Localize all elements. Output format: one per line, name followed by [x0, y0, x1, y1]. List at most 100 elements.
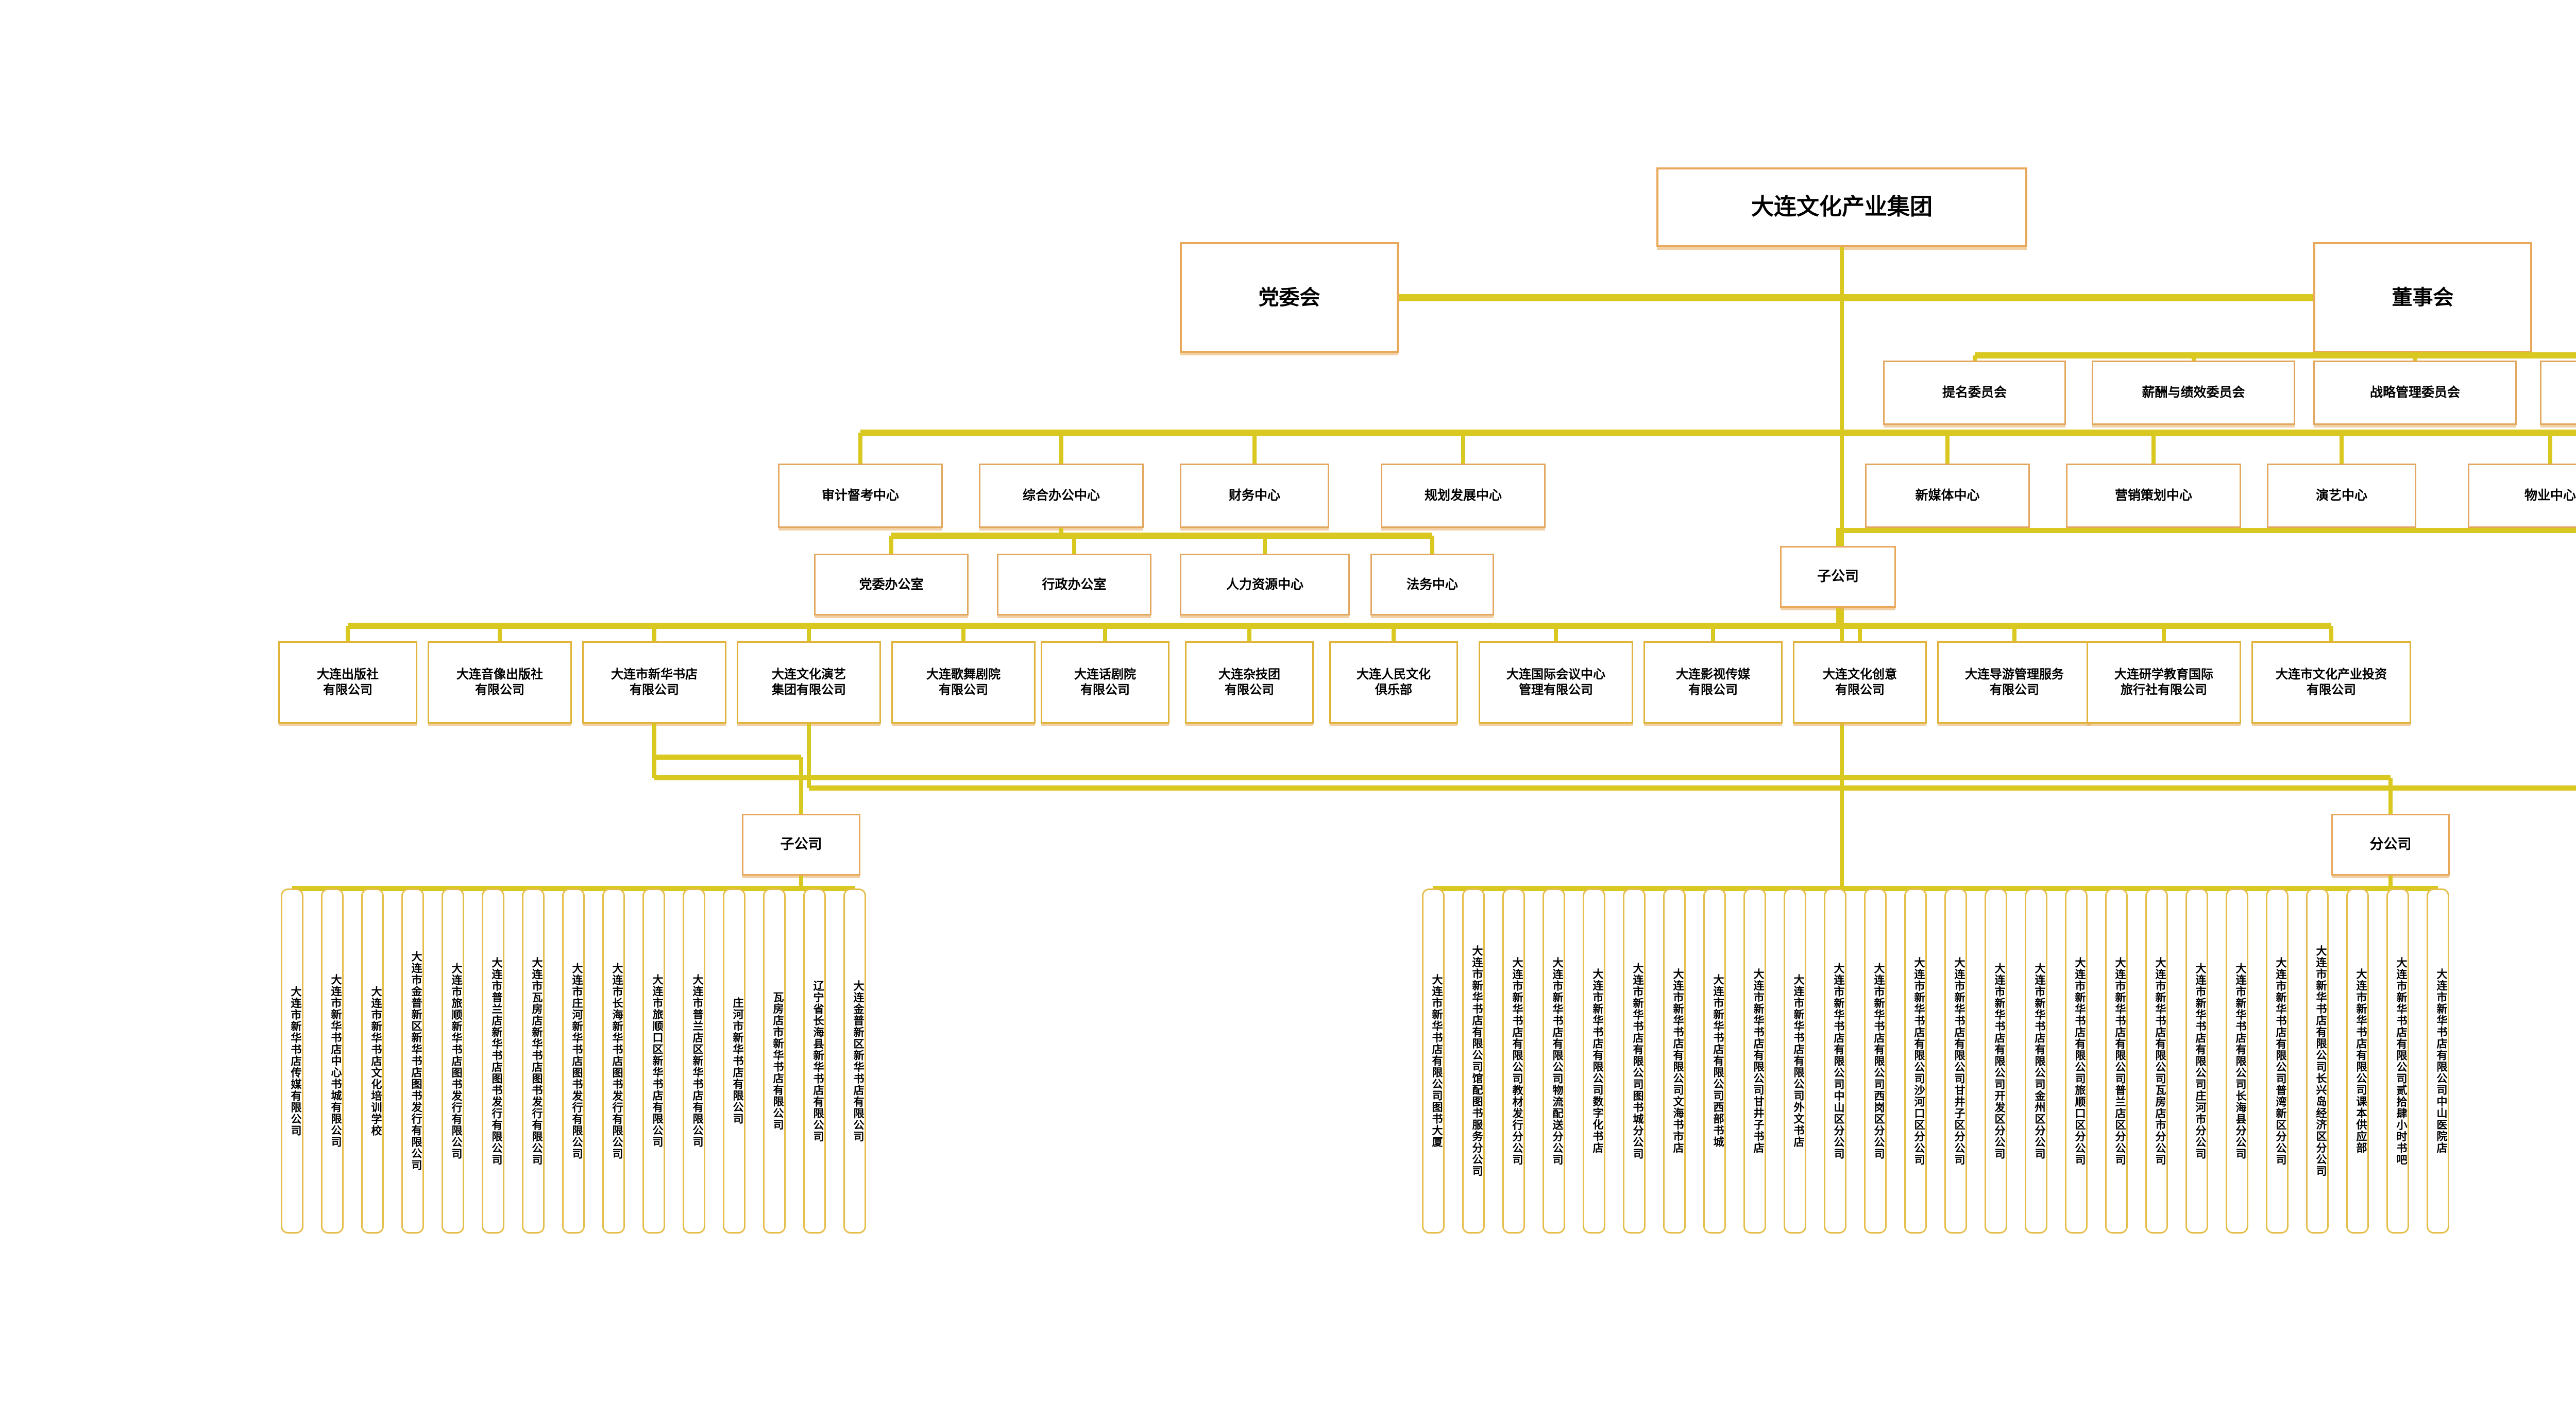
- leaf-subsidiary1-11-label: 庄河市新华书店有限公司: [732, 997, 744, 1125]
- leaf-subsidiary1-10[interactable]: 大连市普兰店区新华书店有限公司: [683, 888, 705, 1234]
- node-subsidiary-0[interactable]: 大连出版社有限公司: [278, 641, 417, 724]
- node-subsidiary-10[interactable]: 大连文化创意有限公司: [1793, 641, 1927, 724]
- leaf-branch-10[interactable]: 大连市新华书店有限公司中山区分公司: [1824, 888, 1846, 1234]
- leaf-branch-13[interactable]: 大连市新华书店有限公司甘井子区分公司: [1944, 888, 1967, 1234]
- connector-line-vertical: [961, 626, 965, 641]
- node-center-right-2[interactable]: 演艺中心: [2267, 464, 2416, 528]
- connector-line-vertical: [346, 626, 350, 641]
- node-center-left-1-label: 综合办公中心: [1022, 488, 1100, 503]
- leaf-branch-19[interactable]: 大连市新华书店有限公司庄河市分公司: [2185, 888, 2208, 1234]
- node-committee-0[interactable]: 提名委员会: [1883, 361, 2066, 425]
- node-subsidiary-1[interactable]: 大连音像出版社有限公司: [428, 641, 572, 724]
- leaf-branch-25[interactable]: 大连市新华书店有限公司中山医院店: [2427, 888, 2449, 1234]
- node-center-right-1[interactable]: 营销策划中心: [2066, 464, 2241, 528]
- node-center-left-0[interactable]: 审计督考中心: [778, 464, 943, 528]
- leaf-subsidiary1-4[interactable]: 大连市旅顺新华书店图书发行有限公司: [442, 888, 464, 1234]
- node-center-right-3[interactable]: 物业中心: [2468, 464, 2576, 528]
- leaf-branch-11[interactable]: 大连市新华书店有限公司西岗区分公司: [1864, 888, 1887, 1234]
- node-board-of-directors[interactable]: 董事会: [2313, 242, 2532, 353]
- node-center-left-3[interactable]: 规划发展中心: [1381, 464, 1546, 528]
- leaf-branch-24[interactable]: 大连市新华书店有限公司贰拾肆小时书吧: [2386, 888, 2409, 1234]
- leaf-subsidiary1-2[interactable]: 大连市新华书店文化培训学校: [361, 888, 384, 1234]
- leaf-subsidiary1-14[interactable]: 大连金普新区新华书店有限公司: [843, 888, 866, 1234]
- node-subsidiary-8-label: 大连国际会议中心管理有限公司: [1506, 667, 1605, 697]
- leaf-branch-18[interactable]: 大连市新华书店有限公司瓦房店市分公司: [2145, 888, 2168, 1234]
- leaf-branch-6[interactable]: 大连市新华书店有限公司文海书市店: [1663, 888, 1686, 1234]
- leaf-subsidiary1-1[interactable]: 大连市新华书店中心书城有限公司: [321, 888, 344, 1234]
- leaf-branch-1[interactable]: 大连市新华书店有限公司馆配图书服务分公司: [1462, 888, 1485, 1234]
- connector-line-vertical: [1554, 626, 1558, 641]
- node-tag-group-subsidiary-1[interactable]: 子公司: [742, 814, 860, 876]
- node-subsidiary-5[interactable]: 大连话剧院有限公司: [1041, 641, 1170, 724]
- leaf-subsidiary1-6[interactable]: 大连市瓦房店新华书店图书发行有限公司: [522, 888, 545, 1234]
- node-subsidiary-3[interactable]: 大连文化演艺集团有限公司: [737, 641, 881, 724]
- node-tag-group-branch[interactable]: 分公司: [2331, 814, 2450, 876]
- node-center-right-2-label: 演艺中心: [2315, 488, 2367, 503]
- leaf-branch-0[interactable]: 大连市新华书店有限公司图书大厦: [1422, 888, 1445, 1234]
- node-subsidiary-2-label: 大连市新华书店有限公司: [611, 667, 698, 697]
- leaf-branch-23[interactable]: 大连市新华书店有限公司课本供应部: [2346, 888, 2369, 1234]
- leaf-subsidiary1-5[interactable]: 大连市普兰店新华书店图书发行有限公司: [482, 888, 504, 1234]
- leaf-branch-16[interactable]: 大连市新华书店有限公司旅顺口区分公司: [2065, 888, 2088, 1234]
- connector-line-vertical: [2340, 433, 2344, 464]
- leaf-branch-0-label: 大连市新华书店有限公司图书大厦: [1431, 974, 1443, 1148]
- node-office-0[interactable]: 党委办公室: [814, 554, 969, 616]
- node-center-right-0[interactable]: 新媒体中心: [1865, 464, 2030, 528]
- leaf-branch-21[interactable]: 大连市新华书店有限公司普湾新区分公司: [2266, 888, 2289, 1234]
- node-subsidiary-3-label: 大连文化演艺集团有限公司: [772, 667, 846, 697]
- connector-line-horizontal: [348, 623, 2331, 629]
- leaf-subsidiary1-3[interactable]: 大连市金普新区新华书店图书发行有限公司: [401, 888, 424, 1234]
- leaf-branch-15-label: 大连市新华书店有限公司金州区分公司: [2033, 962, 2046, 1160]
- node-tag-subsidiary-main[interactable]: 子公司: [1780, 546, 1896, 608]
- leaf-subsidiary1-7[interactable]: 大连市庄河新华书店图书发行有限公司: [562, 888, 585, 1234]
- leaf-branch-14[interactable]: 大连市新华书店有限公司开发区分公司: [1985, 888, 2007, 1234]
- leaf-branch-1-label: 大连市新华书店有限公司馆配图书服务分公司: [1471, 945, 1483, 1177]
- node-committee-3[interactable]: 审计与风险管理委员会: [2540, 361, 2576, 425]
- leaf-branch-5[interactable]: 大连市新华书店有限公司图书城分公司: [1623, 888, 1646, 1234]
- node-subsidiary-12-label: 大连研学教育国际旅行社有限公司: [2114, 667, 2213, 697]
- leaf-subsidiary1-12[interactable]: 瓦房店市新华书店有限公司: [763, 888, 786, 1234]
- node-subsidiary-7[interactable]: 大连人民文化俱乐部: [1329, 641, 1458, 724]
- connector-line-vertical: [1059, 433, 1063, 464]
- node-center-left-1[interactable]: 综合办公中心: [979, 464, 1144, 528]
- leaf-branch-15[interactable]: 大连市新华书店有限公司金州区分公司: [2025, 888, 2047, 1234]
- node-subsidiary-13[interactable]: 大连市文化产业投资有限公司: [2251, 641, 2411, 724]
- connector-line-vertical: [2388, 876, 2393, 888]
- node-subsidiary-2[interactable]: 大连市新华书店有限公司: [582, 641, 726, 724]
- leaf-branch-22[interactable]: 大连市新华书店有限公司长兴岛经济区分公司: [2306, 888, 2329, 1234]
- node-committee-2-label: 战略管理委员会: [2369, 385, 2460, 400]
- node-subsidiary-6[interactable]: 大连杂技团有限公司: [1185, 641, 1314, 724]
- node-subsidiary-11[interactable]: 大连导游管理服务有限公司: [1937, 641, 2092, 724]
- node-subsidiary-12[interactable]: 大连研学教育国际旅行社有限公司: [2087, 641, 2241, 724]
- connector-line-vertical: [889, 536, 893, 554]
- connector-line-vertical: [2548, 433, 2552, 464]
- node-center-left-2[interactable]: 财务中心: [1180, 464, 1329, 528]
- connector-line-horizontal: [1974, 352, 2576, 358]
- leaf-subsidiary1-13[interactable]: 辽宁省长海县新华书店有限公司: [803, 888, 826, 1234]
- node-subsidiary-4[interactable]: 大连歌舞剧院有限公司: [891, 641, 1036, 724]
- leaf-subsidiary1-8[interactable]: 大连市长海新华书店图书发行有限公司: [602, 888, 625, 1234]
- node-office-3[interactable]: 法务中心: [1370, 554, 1494, 616]
- node-committee-2[interactable]: 战略管理委员会: [2313, 361, 2517, 425]
- leaf-branch-12[interactable]: 大连市新华书店有限公司沙河口区分公司: [1904, 888, 1927, 1234]
- leaf-branch-8[interactable]: 大连市新华书店有限公司甘井子书店: [1743, 888, 1766, 1234]
- leaf-branch-3[interactable]: 大连市新华书店有限公司物流配送分公司: [1543, 888, 1565, 1234]
- node-office-3-label: 法务中心: [1406, 576, 1458, 592]
- connector-line-vertical: [2162, 626, 2166, 641]
- node-committee-1[interactable]: 薪酬与绩效委员会: [2092, 361, 2295, 425]
- leaf-branch-2[interactable]: 大连市新华书店有限公司教材发行分公司: [1502, 888, 1525, 1234]
- node-subsidiary-8[interactable]: 大连国际会议中心管理有限公司: [1479, 641, 1633, 724]
- leaf-branch-7[interactable]: 大连市新华书店有限公司西部书城: [1703, 888, 1726, 1234]
- leaf-branch-9[interactable]: 大连市新华书店有限公司外文书店: [1784, 888, 1806, 1234]
- leaf-branch-4[interactable]: 大连市新华书店有限公司数字化书店: [1583, 888, 1605, 1234]
- leaf-branch-17[interactable]: 大连市新华书店有限公司普兰店区分公司: [2105, 888, 2128, 1234]
- node-root[interactable]: 大连文化产业集团: [1656, 167, 2027, 247]
- node-party-committee[interactable]: 党委会: [1180, 242, 1399, 353]
- node-subsidiary-9[interactable]: 大连影视传媒有限公司: [1643, 641, 1783, 724]
- leaf-branch-20[interactable]: 大连市新华书店有限公司长海县分公司: [2226, 888, 2248, 1234]
- leaf-subsidiary1-9[interactable]: 大连市旅顺口区新华书店有限公司: [642, 888, 665, 1234]
- leaf-subsidiary1-0[interactable]: 大连市新华书店传媒有限公司: [281, 888, 303, 1234]
- leaf-subsidiary1-11[interactable]: 庄河市新华书店有限公司: [723, 888, 745, 1234]
- node-office-1[interactable]: 行政办公室: [997, 554, 1151, 616]
- node-office-2[interactable]: 人力资源中心: [1180, 554, 1350, 616]
